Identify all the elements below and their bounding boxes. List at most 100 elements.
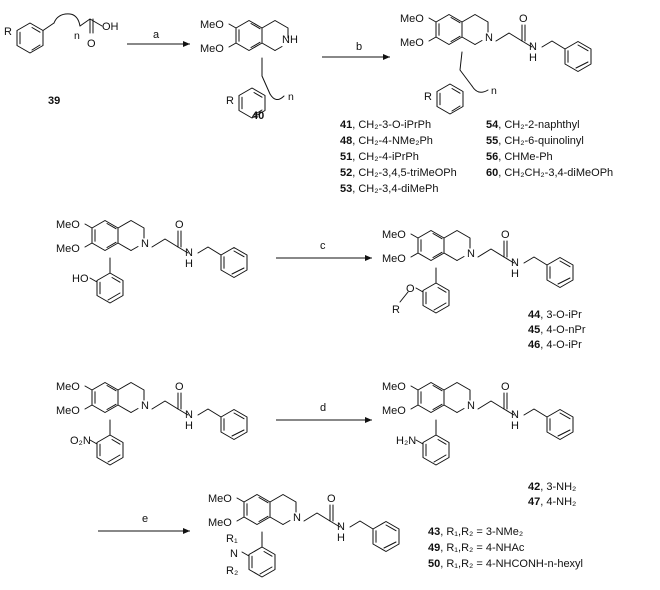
product-b-structure: MeO MeO N O N H R n bbox=[400, 13, 592, 115]
compound-number: 43 bbox=[428, 526, 440, 538]
compound-number: 54 bbox=[486, 119, 499, 131]
product-c-structure: MeO MeO N O N H O R bbox=[382, 229, 574, 316]
compound-c-start: MeO MeO N O N H HO bbox=[56, 219, 248, 304]
atom-N: N bbox=[293, 512, 301, 524]
compound-substituent: , 3-NH₂ bbox=[540, 481, 576, 493]
atom-NH: NH bbox=[282, 34, 298, 46]
compound-number: 45 bbox=[528, 324, 540, 336]
compound-number: 44 bbox=[528, 309, 541, 321]
compound-number: 56 bbox=[486, 151, 498, 163]
atom-O: O bbox=[519, 13, 528, 25]
series-d: 42, 3-NH₂ 47, 4-NH₂ bbox=[528, 481, 576, 508]
atom-OH: OH bbox=[102, 21, 119, 33]
compound-substituent: , 4-O-nPr bbox=[540, 324, 586, 336]
compound-substituent: , CH₂-3-O-iPrPh bbox=[352, 119, 431, 131]
compound-substituent: , CH₂-4-iPrPh bbox=[352, 151, 419, 163]
compound-number: 42 bbox=[528, 481, 540, 493]
compound-substituent: , CH₂-3,4,5-triMeOPh bbox=[352, 167, 457, 179]
compound-substituent: , CHMe-Ph bbox=[498, 151, 552, 163]
atom-MeO-2: MeO bbox=[200, 43, 224, 55]
atom-NH-H: H bbox=[185, 258, 193, 270]
compound-entry-41: 41, CH₂-3-O-iPrPh bbox=[340, 119, 431, 131]
atom-MeO-2: MeO bbox=[400, 37, 424, 49]
compound-number: 48 bbox=[340, 135, 352, 147]
compound-number: 52 bbox=[340, 167, 352, 179]
compound-entry-46: 46, 4-O-iPr bbox=[528, 339, 582, 351]
atom-NH-N: N bbox=[511, 257, 519, 269]
compound-number: 53 bbox=[340, 183, 352, 195]
compound-number: 51 bbox=[340, 151, 352, 163]
compound-substituent: , CH₂-6-quinolinyl bbox=[498, 135, 584, 147]
atom-HO: HO bbox=[72, 273, 89, 285]
atom-n: n bbox=[491, 85, 497, 97]
atom-R: R bbox=[392, 304, 400, 316]
atom-N: N bbox=[467, 248, 475, 260]
compound-entry-43: 43, R₁,R₂ = 3-NMe₂ bbox=[428, 526, 523, 538]
label-39: 39 bbox=[48, 95, 60, 107]
atom-MeO-1: MeO bbox=[200, 19, 224, 31]
atom-R2: R₂ bbox=[226, 565, 238, 577]
compound-entry-50: 50, R₁,R₂ = 4-NHCONH-n-hexyl bbox=[428, 558, 583, 570]
reagent-b: b bbox=[356, 41, 362, 53]
atom-MeO-2: MeO bbox=[382, 253, 406, 265]
atom-O2N: O₂N bbox=[70, 435, 91, 447]
compound-number: 50 bbox=[428, 558, 440, 570]
reagent-d: d bbox=[320, 402, 326, 414]
compound-d-start: MeO MeO N O N H O₂N bbox=[56, 381, 248, 466]
compound-substituent: , CH₂-4-NMe₂Ph bbox=[352, 135, 433, 147]
atom-R1: R₁ bbox=[226, 533, 238, 545]
reagent-a: a bbox=[153, 29, 160, 41]
atom-N-amine: N bbox=[230, 548, 238, 560]
compound-substituent: , CH₂-3,4-diMePh bbox=[352, 183, 438, 195]
reagent-e: e bbox=[142, 513, 148, 525]
atom-NH-N: N bbox=[511, 409, 519, 421]
compound-entry-53: 53, CH₂-3,4-diMePh bbox=[340, 183, 438, 195]
compound-entry-48: 48, CH₂-4-NMe₂Ph bbox=[340, 135, 433, 147]
atom-MeO-1: MeO bbox=[400, 13, 424, 25]
atom-MeO-1: MeO bbox=[382, 381, 406, 393]
compound-number: 47 bbox=[528, 496, 540, 508]
atom-N: N bbox=[141, 400, 149, 412]
compound-substituent: , 3-O-iPr bbox=[540, 309, 582, 321]
atom-O: O bbox=[87, 38, 96, 50]
compound-entry-44: 44, 3-O-iPr bbox=[528, 309, 582, 321]
atom-R: R bbox=[4, 26, 12, 38]
compound-substituent: , 4-O-iPr bbox=[540, 339, 582, 351]
compound-substituent: , R₁,R₂ = 4-NHCONH-n-hexyl bbox=[440, 558, 583, 570]
compound-number: 46 bbox=[528, 339, 540, 351]
atom-NH-H: H bbox=[337, 532, 345, 544]
compound-number: 49 bbox=[428, 542, 440, 554]
compound-entry-56: 56, CHMe-Ph bbox=[486, 151, 553, 163]
compound-substituent: , CH₂CH₂-3,4-diMeOPh bbox=[498, 167, 613, 179]
compound-entry-55: 55, CH₂-6-quinolinyl bbox=[486, 135, 584, 147]
atom-R: R bbox=[424, 91, 432, 103]
atom-O-ether: O bbox=[406, 283, 415, 295]
atom-N: N bbox=[141, 238, 149, 250]
atom-NH-H: H bbox=[511, 420, 519, 432]
compound-substituent: , R₁,R₂ = 3-NMe₂ bbox=[440, 526, 523, 538]
atom-NH-H: H bbox=[185, 420, 193, 432]
atom-MeO-2: MeO bbox=[382, 405, 406, 417]
compound-39: R n O OH bbox=[4, 13, 119, 54]
product-d-structure: MeO MeO N O N H H₂N bbox=[382, 381, 574, 466]
atom-MeO-1: MeO bbox=[382, 229, 406, 241]
atom-NH-N: N bbox=[185, 409, 193, 421]
atom-NH-N: N bbox=[529, 41, 537, 53]
atom-MeO-2: MeO bbox=[56, 243, 80, 255]
product-e-structure: MeO MeO N O N H R₁ N R₂ bbox=[208, 493, 400, 578]
atom-O: O bbox=[175, 219, 184, 231]
compound-entry-47: 47, 4-NH₂ bbox=[528, 496, 576, 508]
atom-NH-N: N bbox=[185, 247, 193, 259]
atom-NH-H: H bbox=[511, 268, 519, 280]
atom-N: N bbox=[485, 32, 493, 44]
atom-O: O bbox=[501, 381, 510, 393]
compound-entry-45: 45, 4-O-nPr bbox=[528, 324, 586, 336]
atom-N: N bbox=[467, 400, 475, 412]
compound-number: 60 bbox=[486, 167, 498, 179]
compound-entry-52: 52, CH₂-3,4,5-triMeOPh bbox=[340, 167, 457, 179]
